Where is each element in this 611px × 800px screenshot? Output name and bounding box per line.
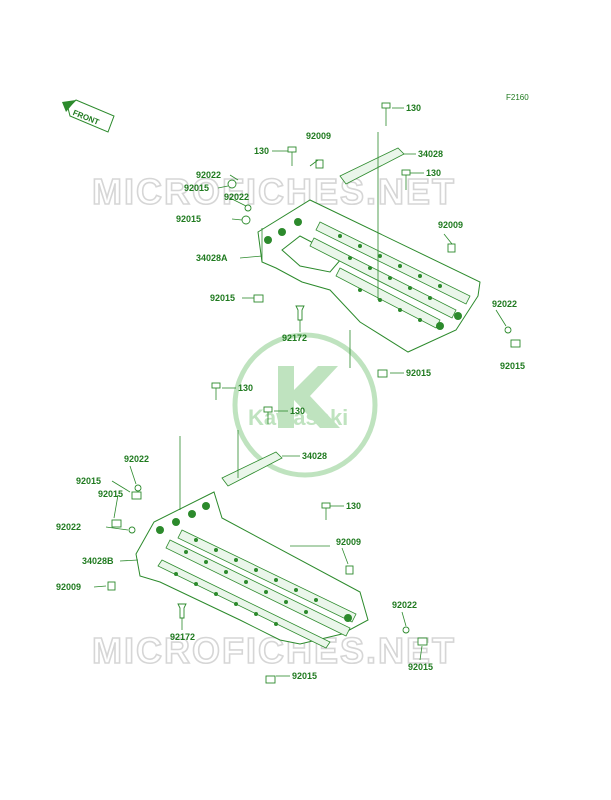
lower-bracket-34028	[221, 451, 283, 487]
part-label: 34028B	[82, 556, 114, 566]
lower-nuts-and-washers	[107, 484, 428, 684]
part-label: 130	[426, 168, 441, 178]
upper-nuts-and-washers	[227, 159, 521, 378]
lower-footrest-assembly: 130 130 34028 92022 92015 92015 92022 34…	[56, 382, 433, 684]
part-label: 92022	[492, 299, 517, 309]
upper-leader-lines	[217, 107, 507, 374]
upper-part-labels: 130 92009 130 34028 130 92022 92015 9202…	[176, 103, 525, 378]
kawasaki-logo: Kawasaki	[232, 332, 378, 478]
lower-plate-holes	[156, 502, 352, 626]
figure-code: F2160	[506, 93, 529, 102]
part-label: 92172	[282, 333, 307, 343]
part-label: 92015	[210, 293, 235, 303]
part-label: 130	[238, 383, 253, 393]
part-label: 92022	[224, 192, 249, 202]
lower-bolts-130	[211, 382, 331, 520]
part-label: 92022	[56, 522, 81, 532]
part-label: 92022	[196, 170, 221, 180]
part-label: 92015	[500, 361, 525, 371]
part-label: 92015	[98, 489, 123, 499]
part-label: 130	[406, 103, 421, 113]
part-label: 92009	[438, 220, 463, 230]
part-label: 92015	[176, 214, 201, 224]
part-label: 92015	[408, 662, 433, 672]
part-label: 130	[346, 501, 361, 511]
part-label: 92022	[124, 454, 149, 464]
part-label: 92015	[406, 368, 431, 378]
part-label: 34028	[418, 149, 443, 159]
part-label: 92015	[292, 671, 317, 681]
part-label: 92009	[336, 537, 361, 547]
part-label: 34028A	[196, 253, 228, 263]
upper-footrest-assembly: 130 92009 130 34028 130 92022 92015 9202…	[176, 102, 525, 378]
part-label: 92009	[56, 582, 81, 592]
lower-part-labels: 130 130 34028 92022 92015 92015 92022 34…	[56, 383, 433, 681]
part-label: 92022	[392, 600, 417, 610]
part-label: 130	[254, 146, 269, 156]
part-label: 92015	[184, 183, 209, 193]
upper-plate-holes	[264, 218, 462, 330]
watermark-upper: MICROFICHES.NET	[92, 171, 456, 212]
part-label: 34028	[302, 451, 327, 461]
lower-leader-lines	[93, 387, 423, 677]
upper-bolts-130	[287, 102, 411, 190]
part-label: 92009	[306, 131, 331, 141]
part-label: 92015	[76, 476, 101, 486]
part-label: 130	[290, 406, 305, 416]
upper-plate-ribs	[309, 221, 471, 329]
part-label: 92172	[170, 632, 195, 642]
front-direction-marker: FRONT	[62, 99, 115, 133]
